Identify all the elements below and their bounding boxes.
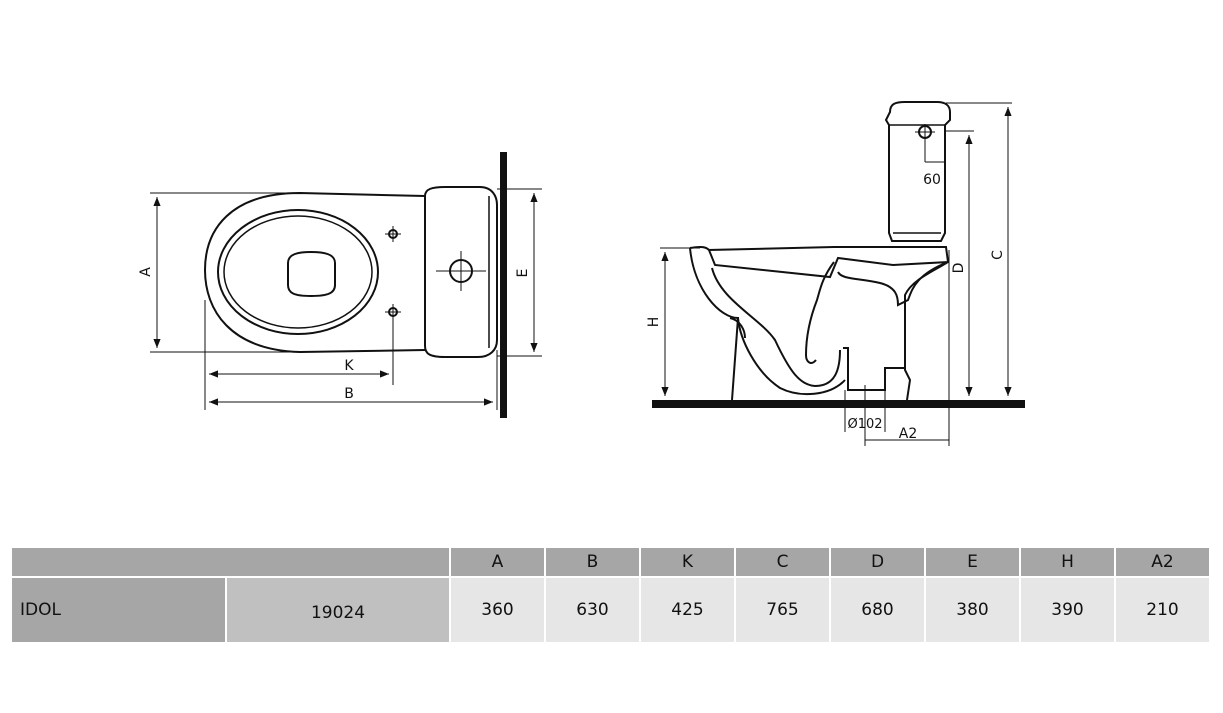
value-D: 680 (831, 578, 924, 642)
header-B: B (546, 548, 639, 576)
model-code: 19024 (227, 578, 449, 642)
top-view (203, 152, 507, 418)
header-D: D (831, 548, 924, 576)
bowl-profile (689, 245, 950, 401)
label-dim-60: 60 (923, 172, 941, 188)
value-K: 425 (641, 578, 734, 642)
header-A2: A2 (1116, 548, 1209, 576)
value-H: 390 (1021, 578, 1114, 642)
label-dim-A2: A2 (899, 426, 917, 442)
floor (652, 400, 1025, 408)
spec-table: A B K C D E H A2 IDOL 19024 360 630 425 … (10, 546, 1211, 644)
trap-curve (737, 317, 846, 396)
outlet-pipe (843, 347, 905, 391)
value-E: 380 (926, 578, 1019, 642)
header-K: K (641, 548, 734, 576)
side-view (652, 101, 1025, 408)
value-A: 360 (451, 578, 544, 642)
label-dim-B: B (344, 386, 354, 402)
label-dim-K: K (344, 358, 354, 374)
header-blank-cell (12, 548, 449, 576)
header-A: A (451, 548, 544, 576)
bowl-inner (223, 215, 373, 329)
bowl-drain (287, 250, 336, 298)
model-name: IDOL (12, 578, 225, 642)
spec-table-header: A B K C D E H A2 (12, 548, 1209, 576)
cistern (884, 101, 951, 242)
label-dim-A: A (138, 267, 154, 277)
value-A2: 210 (1116, 578, 1209, 642)
bowl-outline (203, 191, 426, 354)
label-dim-E: E (515, 269, 531, 278)
header-C: C (736, 548, 829, 576)
cistern-top (424, 186, 498, 358)
bowl-rim (217, 209, 379, 335)
wall (500, 152, 507, 418)
header-E: E (926, 548, 1019, 576)
label-dim-C: C (990, 250, 1006, 260)
value-B: 630 (546, 578, 639, 642)
header-H: H (1021, 548, 1114, 576)
side-view-dimensions (660, 102, 1012, 446)
label-dim-H: H (646, 317, 662, 328)
label-dim-pipe: Ø102 (847, 417, 882, 432)
top-view-dimensions (150, 188, 542, 410)
table-row: IDOL 19024 360 630 425 765 680 380 390 2… (12, 578, 1209, 642)
label-dim-D: D (951, 263, 967, 274)
technical-drawing: A K B E 60 D C H Ø102 A2 (138, 101, 1025, 446)
value-C: 765 (736, 578, 829, 642)
